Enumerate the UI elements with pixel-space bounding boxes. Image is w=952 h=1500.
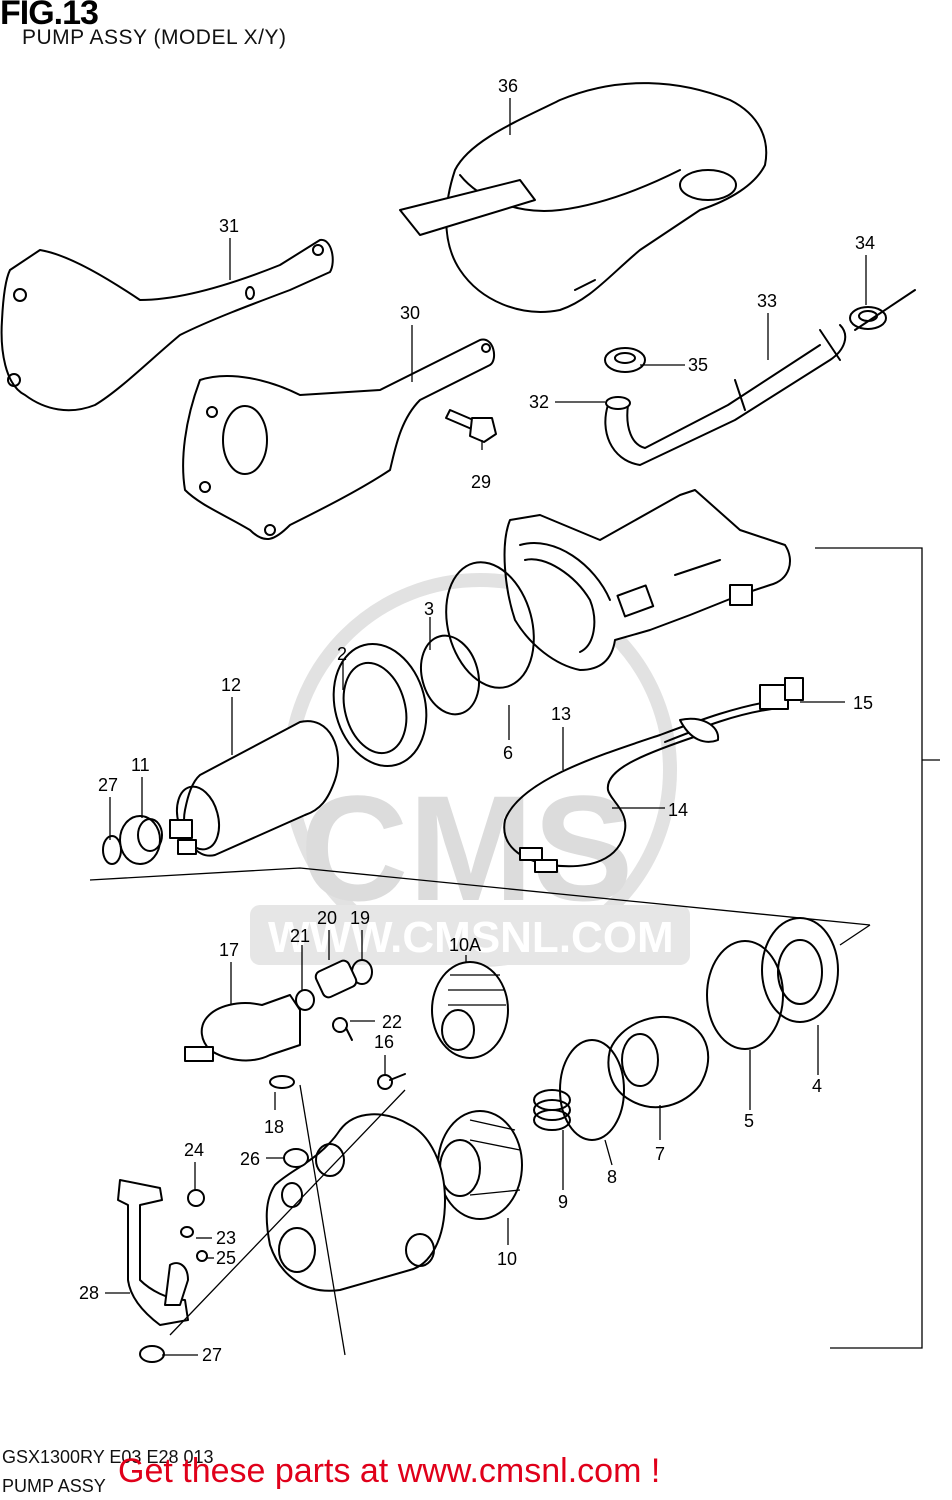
part-34-clamp bbox=[849, 289, 916, 331]
footer-call-to-action-link[interactable]: Get these parts at www.cmsnl.com ! bbox=[118, 1452, 661, 1490]
label-18: 18 bbox=[264, 1117, 284, 1137]
label-27-upper: 27 bbox=[98, 775, 118, 795]
label-22: 22 bbox=[382, 1012, 402, 1032]
figure-title: FIG.13 bbox=[0, 0, 99, 32]
label-29: 29 bbox=[471, 472, 491, 492]
part-21-o-ring bbox=[295, 989, 315, 1011]
label-36: 36 bbox=[498, 76, 518, 96]
label-7: 7 bbox=[655, 1144, 665, 1164]
part-9-spring bbox=[533, 1089, 571, 1131]
label-8: 8 bbox=[607, 1167, 617, 1187]
label-21: 21 bbox=[290, 926, 310, 946]
part-10a-filter bbox=[431, 961, 509, 1059]
label-10: 10 bbox=[497, 1249, 517, 1269]
part-13-14-15-wiring bbox=[503, 677, 804, 873]
assembly-bracket bbox=[815, 547, 923, 1349]
label-20: 20 bbox=[317, 908, 337, 928]
label-6: 6 bbox=[503, 743, 513, 763]
part-pump-body-lower bbox=[265, 1113, 446, 1292]
label-33: 33 bbox=[757, 291, 777, 311]
part-7-cap bbox=[607, 1015, 710, 1109]
part-36-cover bbox=[399, 82, 768, 313]
label-9: 9 bbox=[558, 1192, 568, 1212]
label-16: 16 bbox=[374, 1032, 394, 1052]
label-32: 32 bbox=[529, 392, 549, 412]
label-13: 13 bbox=[551, 704, 571, 724]
part-pump-housing-top bbox=[503, 489, 791, 671]
part-26-cap bbox=[283, 1148, 309, 1168]
part-31-bracket bbox=[0, 238, 334, 412]
label-3: 3 bbox=[424, 599, 434, 619]
label-14: 14 bbox=[668, 800, 688, 820]
part-28-pipe bbox=[117, 1179, 189, 1326]
part-12-fuel-pump bbox=[169, 720, 340, 857]
part-27-o-ring-lower bbox=[139, 1345, 165, 1363]
label-11: 11 bbox=[131, 755, 150, 775]
label-27-lower: 27 bbox=[202, 1345, 222, 1365]
part-35-clamp bbox=[604, 347, 646, 373]
label-24: 24 bbox=[184, 1140, 204, 1160]
leader-lines bbox=[105, 98, 867, 1356]
part-2-holder bbox=[332, 642, 428, 768]
label-31: 31 bbox=[219, 216, 239, 236]
part-24-plug bbox=[187, 1189, 205, 1207]
part-18-o-ring bbox=[269, 1075, 295, 1089]
watermark-logo-text: CMS bbox=[300, 764, 633, 932]
label-30: 30 bbox=[400, 303, 420, 323]
label-25: 25 bbox=[216, 1248, 236, 1268]
part-11-sleeve bbox=[119, 815, 163, 865]
label-2: 2 bbox=[337, 644, 347, 664]
watermark-url-text: WWW.CMSNL.COM bbox=[268, 913, 674, 962]
label-10a: 10A bbox=[449, 935, 481, 955]
footer-section-name: PUMP ASSY bbox=[2, 1476, 106, 1496]
label-28: 28 bbox=[79, 1283, 99, 1303]
part-27-o-ring-upper bbox=[102, 835, 122, 865]
part-number-labels: 36 31 34 30 33 35 32 29 3 2 12 15 13 6 1… bbox=[79, 76, 875, 1365]
part-3-o-ring bbox=[420, 634, 480, 716]
part-25-nut bbox=[196, 1250, 208, 1262]
part-5-plate bbox=[706, 940, 784, 1050]
part-8-o-ring bbox=[559, 1039, 625, 1141]
part-4-plate bbox=[761, 917, 839, 1023]
label-23: 23 bbox=[216, 1228, 236, 1248]
label-26: 26 bbox=[240, 1149, 260, 1169]
label-35: 35 bbox=[688, 355, 708, 375]
figure-subtitle: PUMP ASSY (MODEL X/Y) bbox=[22, 26, 287, 49]
part-16-screw bbox=[377, 1073, 406, 1090]
part-32-33-hose bbox=[604, 324, 847, 466]
part-20-fitting bbox=[314, 959, 358, 999]
part-10-filter bbox=[437, 1110, 523, 1220]
watermark: CMS WWW.CMSNL.COM bbox=[250, 573, 690, 967]
part-23-washer bbox=[180, 1226, 194, 1238]
label-15: 15 bbox=[853, 693, 873, 713]
label-17: 17 bbox=[219, 940, 239, 960]
part-22-screw bbox=[332, 1017, 353, 1041]
footer-model-code: GSX1300RY E03 E28 013 bbox=[2, 1447, 214, 1467]
label-5: 5 bbox=[744, 1111, 754, 1131]
label-34: 34 bbox=[855, 233, 875, 253]
part-29-bolt bbox=[445, 409, 497, 443]
label-19: 19 bbox=[350, 908, 370, 928]
part-30-bracket bbox=[182, 338, 496, 540]
watermark-banner bbox=[250, 905, 690, 965]
label-4: 4 bbox=[812, 1076, 822, 1096]
label-12: 12 bbox=[221, 675, 241, 695]
part-17-regulator bbox=[184, 994, 301, 1062]
